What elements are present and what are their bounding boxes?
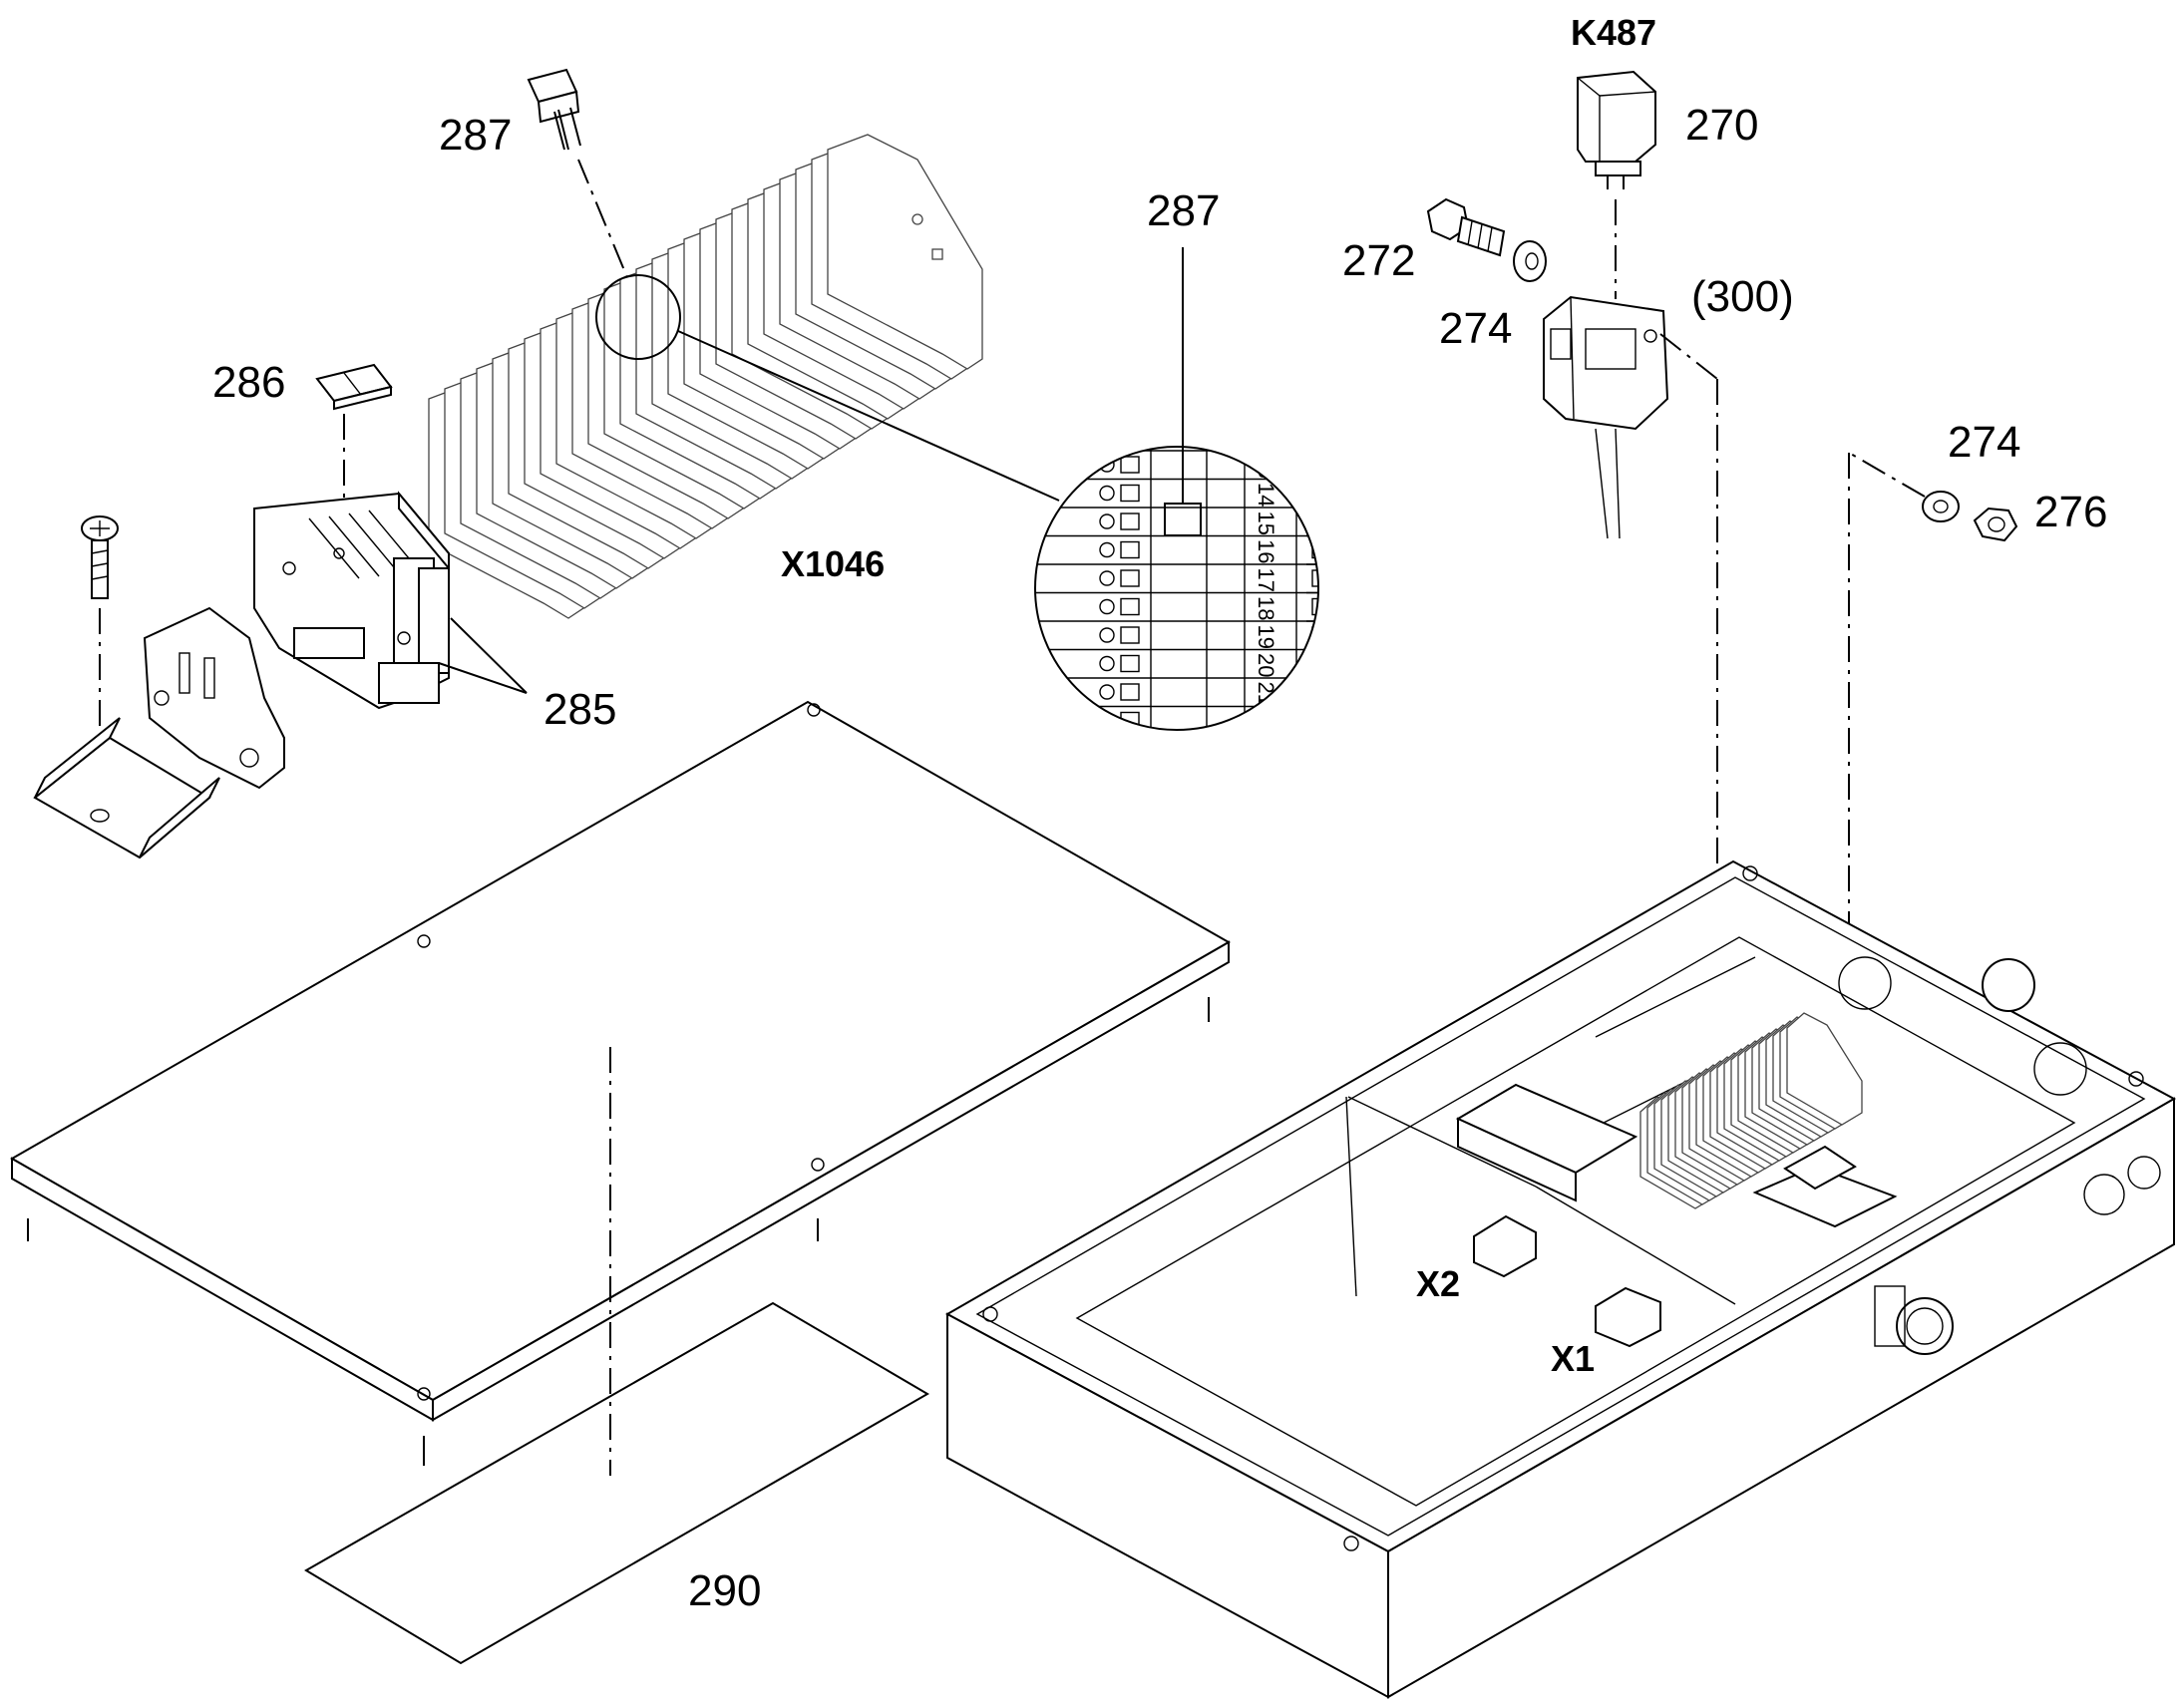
relay-socket-part (1543, 295, 1669, 539)
terminal-number-label: 18 (1254, 596, 1278, 620)
leader-nut (1848, 452, 1926, 498)
callout-x1: X1 (1551, 1338, 1595, 1379)
marker-286-part (315, 363, 393, 411)
terminal-number-label: 11 (1254, 398, 1278, 421)
terminal-number-label: 13 (1254, 455, 1278, 479)
jumper-287-detail (1164, 503, 1202, 536)
label-plate-290-part (304, 1301, 929, 1665)
terminal-number-label: 10 (1254, 369, 1278, 393)
callout-290: 290 (688, 1566, 761, 1615)
callout-x2: X2 (1416, 1263, 1460, 1304)
callout-286: 286 (212, 358, 285, 407)
callout-287-top: 287 (439, 111, 512, 160)
callout-k487: K487 (1571, 12, 1656, 53)
terminal-number-label: 16 (1254, 539, 1278, 563)
relay-k487-part (1577, 70, 1656, 189)
washer-274-right-part (1922, 491, 1960, 522)
washer-274-part (1513, 240, 1547, 282)
bolt-272-part (1426, 197, 1506, 257)
screw-part (81, 515, 119, 599)
callout-300: (300) (1691, 272, 1794, 321)
end-plate-part (143, 606, 285, 790)
mini-terminal-slice (1786, 1012, 1863, 1126)
callout-274-a: 274 (1439, 304, 1512, 353)
terminal-number-label: 21 (1254, 682, 1278, 706)
leader-285-a (450, 617, 528, 694)
enclosure-box-part (944, 859, 2177, 1699)
callout-272: 272 (1342, 236, 1415, 285)
din-rail-part (33, 717, 220, 859)
terminal-number-label: 23 (1254, 739, 1278, 763)
jumper-287-part (527, 68, 581, 151)
nut-276-part (1973, 507, 2018, 542)
terminal-slice (827, 134, 983, 370)
callout-x1046: X1046 (781, 543, 885, 584)
cover-plate-part (9, 700, 1232, 1466)
enclosure-terminal-strip (1639, 1012, 1863, 1209)
terminal-strip-x1046-part (428, 134, 983, 619)
callout-276: 276 (2034, 488, 2107, 536)
leader-socket (1659, 333, 1718, 380)
callout-285: 285 (544, 685, 616, 734)
callout-287-zoom: 287 (1147, 186, 1220, 235)
callout-270: 270 (1685, 101, 1758, 150)
detail-circle-small (595, 274, 681, 360)
terminal-number-label: 12 (1254, 426, 1278, 450)
terminal-number-label: 17 (1254, 568, 1278, 592)
detail-connector-line (677, 330, 1060, 502)
leader-285-b (438, 662, 528, 694)
terminal-number-label: 22 (1254, 710, 1278, 734)
end-terminal-285-part (253, 491, 450, 710)
callout-274-b: 274 (1948, 418, 2020, 467)
terminal-number-label: 20 (1254, 653, 1278, 677)
terminal-number-label: 15 (1254, 512, 1278, 535)
terminal-number-label: 19 (1254, 625, 1278, 649)
